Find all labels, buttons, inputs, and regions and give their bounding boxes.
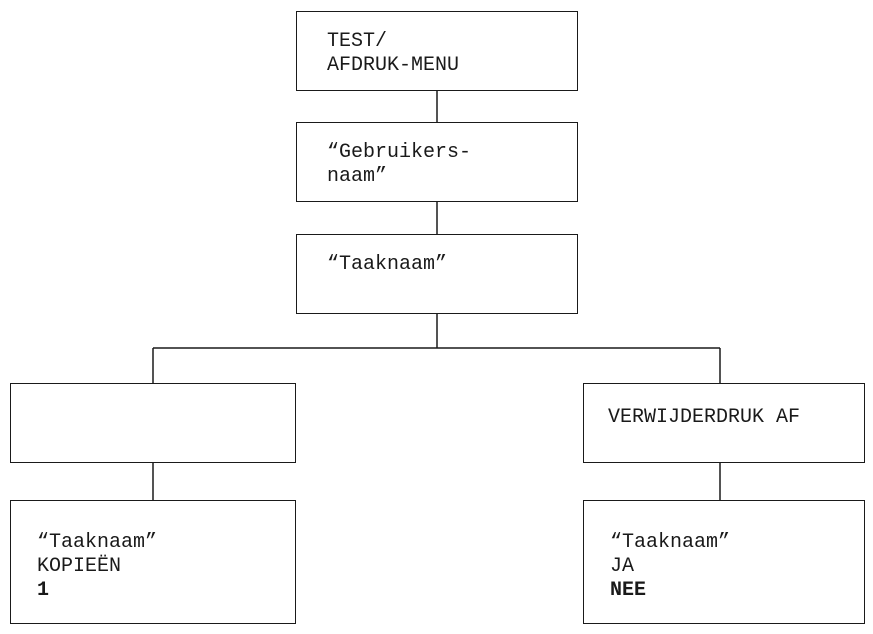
node-line: AFDRUK-MENU: [327, 54, 460, 77]
node-delete-print[interactable]: VERWIJDERDRUK AF: [583, 383, 865, 463]
node-test-print-menu[interactable]: TEST/ AFDRUK-MENU: [296, 11, 578, 91]
node-line: “Taaknaam”: [610, 531, 731, 554]
node-left-empty[interactable]: [10, 383, 296, 463]
node-user-name[interactable]: “Gebruikers- naam”: [296, 122, 578, 202]
node-line: TEST/: [327, 30, 388, 53]
node-job-delete-confirm[interactable]: “Taaknaam” JA NEE: [583, 500, 865, 624]
node-line: JA: [610, 555, 635, 578]
node-line: “Gebruikers-: [327, 141, 472, 164]
node-job-copies[interactable]: “Taaknaam” KOPIEËN 1: [10, 500, 296, 624]
node-line-selected: 1: [37, 579, 50, 602]
node-line-selected: NEE: [610, 579, 647, 602]
node-job-name[interactable]: “Taaknaam”: [296, 234, 578, 314]
node-line: “Taaknaam”: [37, 531, 158, 554]
node-line: naam”: [327, 165, 388, 188]
node-line: “Taaknaam”: [327, 253, 448, 276]
node-line: KOPIEËN: [37, 555, 122, 578]
node-line: VERWIJDERDRUK AF: [608, 406, 801, 429]
